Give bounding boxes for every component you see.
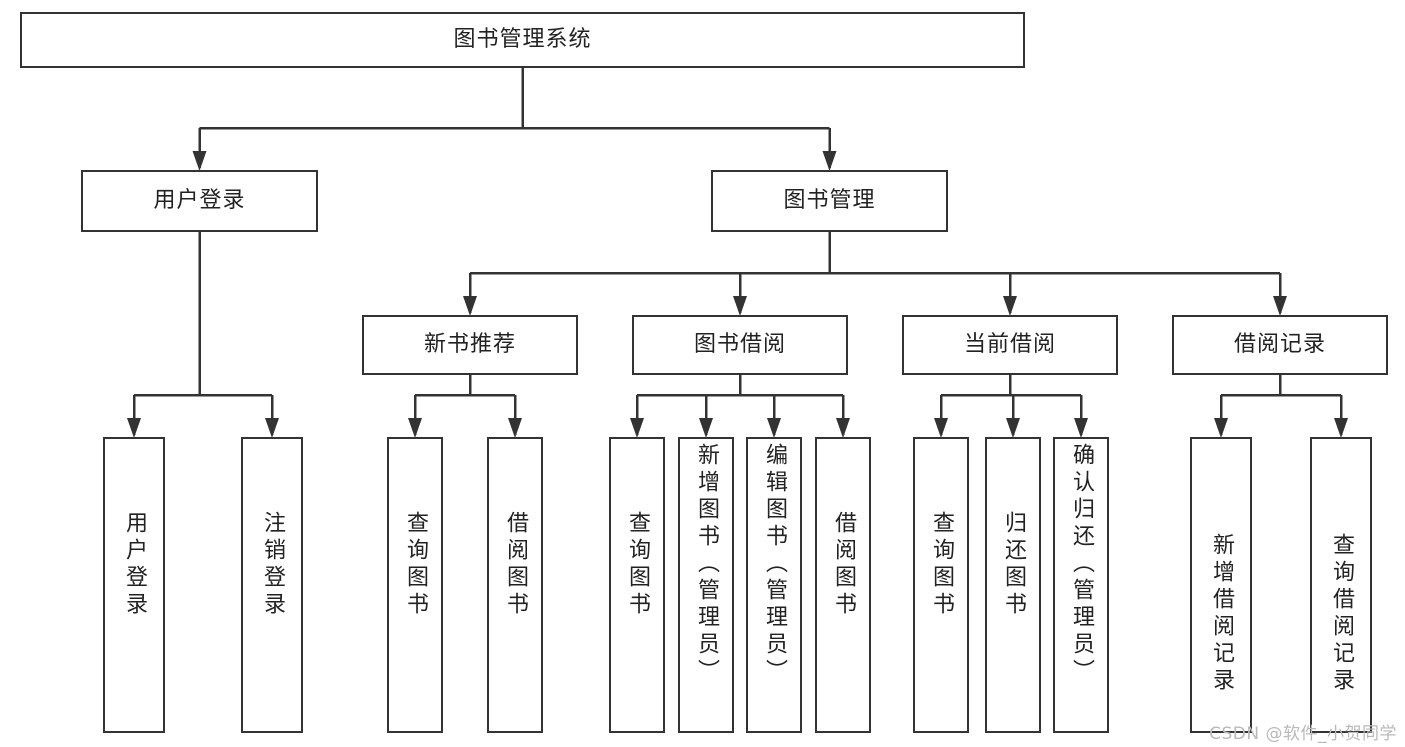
node-label-leaf-add-borrow-record: 新增借阅记录: [1209, 533, 1234, 695]
node-label-current-borrow: 当前借阅: [963, 331, 1056, 357]
node-leaf-query-book-3[interactable]: 查询图书: [913, 437, 969, 733]
node-leaf-user-login[interactable]: 用户登录: [103, 437, 165, 733]
node-label-leaf-query-borrow-record: 查询借阅记录: [1329, 533, 1354, 695]
node-leaf-borrow-book-2[interactable]: 借阅图书: [815, 437, 871, 733]
node-label-book-management: 图书管理: [783, 187, 876, 213]
node-label-user-login: 用户登录: [153, 187, 246, 213]
node-leaf-confirm-return[interactable]: 确认归还（管理员）: [1053, 437, 1109, 733]
node-label-book-borrow: 图书借阅: [693, 331, 786, 357]
node-label-new-book-recommend: 新书推荐: [423, 331, 516, 357]
node-leaf-borrow-book-1[interactable]: 借阅图书: [487, 437, 543, 733]
node-label-root: 图书管理系统: [453, 26, 592, 52]
node-leaf-logout[interactable]: 注销登录: [241, 437, 303, 733]
node-label-leaf-query-book-1: 查询图书: [403, 511, 428, 619]
node-current-borrow[interactable]: 当前借阅: [902, 315, 1118, 375]
node-user-login[interactable]: 用户登录: [81, 170, 318, 232]
node-leaf-edit-book[interactable]: 编辑图书（管理员）: [746, 437, 802, 733]
node-book-borrow[interactable]: 图书借阅: [632, 315, 848, 375]
node-new-book-recommend[interactable]: 新书推荐: [362, 315, 578, 375]
node-label-leaf-borrow-book-1: 借阅图书: [503, 511, 528, 619]
node-label-leaf-add-book: 新增图书（管理员）: [694, 443, 719, 686]
node-label-leaf-return-book: 归还图书: [1001, 511, 1026, 619]
node-leaf-query-borrow-record[interactable]: 查询借阅记录: [1310, 437, 1372, 733]
node-label-leaf-borrow-book-2: 借阅图书: [831, 511, 856, 619]
watermark-text: CSDN @软件_小贺同学: [1209, 724, 1397, 744]
node-leaf-add-borrow-record[interactable]: 新增借阅记录: [1190, 437, 1252, 733]
node-label-leaf-query-book-2: 查询图书: [625, 511, 650, 619]
node-label-leaf-logout: 注销登录: [260, 511, 285, 619]
node-label-leaf-user-login: 用户登录: [122, 511, 147, 619]
node-leaf-add-book[interactable]: 新增图书（管理员）: [678, 437, 734, 733]
node-borrow-record[interactable]: 借阅记录: [1172, 315, 1388, 375]
node-label-leaf-edit-book: 编辑图书（管理员）: [762, 443, 787, 686]
node-label-borrow-record: 借阅记录: [1233, 331, 1326, 357]
node-label-leaf-query-book-3: 查询图书: [929, 511, 954, 619]
node-label-leaf-confirm-return: 确认归还（管理员）: [1069, 443, 1094, 686]
node-leaf-query-book-1[interactable]: 查询图书: [387, 437, 443, 733]
node-leaf-return-book[interactable]: 归还图书: [985, 437, 1041, 733]
node-book-management[interactable]: 图书管理: [711, 170, 948, 232]
node-root[interactable]: 图书管理系统: [20, 12, 1025, 68]
node-leaf-query-book-2[interactable]: 查询图书: [609, 437, 665, 733]
